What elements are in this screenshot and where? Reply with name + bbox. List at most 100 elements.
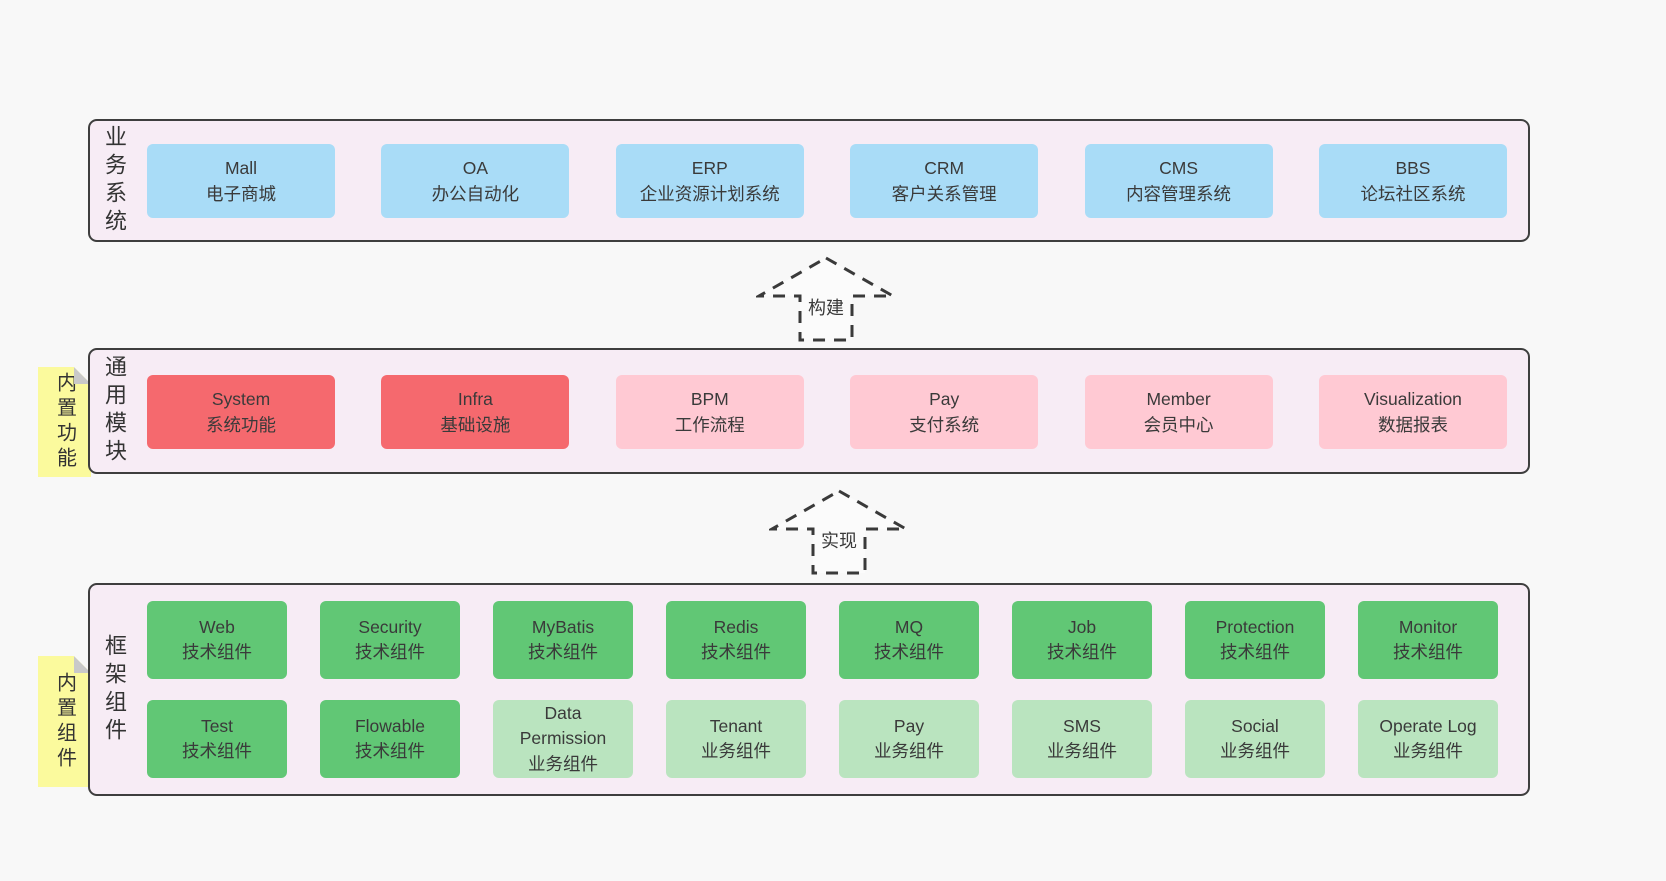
box-bpm: BPM 工作流程 [615,375,804,449]
box-erp: ERP 企业资源计划系统 [615,144,804,218]
box-title: Visualization [1363,388,1462,409]
box-security: Security 技术组件 [320,601,460,679]
box-social: Social 业务组件 [1185,700,1325,778]
box-title: Test [200,715,234,736]
layer-common-modules: 通用模块 System 系统功能 Infra 基础设施 BPM 工作流程 Pay… [88,348,1530,474]
box-title: Mall [224,157,258,178]
common-boxes-row: System 系统功能 Infra 基础设施 BPM 工作流程 Pay 支付系统… [147,375,1507,449]
box-title: Redis [713,616,759,637]
box-title: BBS [1395,157,1431,178]
box-title: MQ [894,616,924,637]
box-subtitle: 技术组件 [701,642,771,662]
box-data-permission: Data Permission 业务组件 [493,700,633,778]
business-boxes-row: Mall 电子商城 OA 办公自动化 ERP 企业资源计划系统 CRM 客户关系… [147,144,1507,218]
box-protection: Protection 技术组件 [1185,601,1325,679]
box-operate-log: Operate Log 业务组件 [1358,700,1498,778]
box-pay-component: Pay 业务组件 [839,700,979,778]
layer-business-label: 业务系统 [102,124,127,237]
box-web: Web 技术组件 [147,601,287,679]
box-subtitle: 技术组件 [355,642,425,662]
box-subtitle: 业务组件 [1393,741,1463,761]
box-subtitle: 技术组件 [1220,642,1290,662]
box-subtitle: 技术组件 [182,741,252,761]
box-subtitle: 会员中心 [1143,415,1214,435]
box-title: Job [1067,616,1097,637]
box-oa: OA 办公自动化 [381,144,570,218]
layer-common-label: 通用模块 [102,355,127,467]
note-text: 内置组件 [53,671,76,772]
box-title: Member [1146,388,1211,409]
box-subtitle: 技术组件 [874,642,944,662]
note-built-in-features: 内置功能 [38,367,91,477]
box-title: Pay [929,388,960,409]
box-title: CMS [1159,157,1198,178]
box-title: Security [358,616,422,637]
box-system: System 系统功能 [147,375,335,449]
box-subtitle: 业务组件 [874,741,944,761]
box-subtitle: 电子商城 [206,184,276,204]
box-subtitle: 技术组件 [182,642,252,662]
box-title: Social [1231,715,1279,736]
box-bbs: BBS 论坛社区系统 [1318,144,1507,218]
note-fold-icon [74,367,91,384]
box-subtitle: 系统功能 [206,415,276,435]
box-monitor: Monitor 技术组件 [1358,601,1498,679]
layer-framework-components: 框架组件 Web 技术组件 Security 技术组件 MyBatis 技术组件… [88,583,1530,796]
box-subtitle: 客户关系管理 [891,184,997,204]
box-title: Infra [457,388,493,409]
box-subtitle: 基础设施 [440,415,511,435]
box-subtitle: 业务组件 [1047,741,1117,761]
box-infra: Infra 基础设施 [381,375,570,449]
box-title: Tenant [709,715,763,736]
box-mq: MQ 技术组件 [839,601,979,679]
box-title: Web [199,616,235,637]
box-title: System [211,388,271,409]
box-title: Protection [1215,616,1295,637]
box-test: Test 技术组件 [147,700,287,778]
box-subtitle: 论坛社区系统 [1360,184,1466,204]
box-subtitle: 业务组件 [1220,741,1290,761]
box-subtitle: 企业资源计划系统 [639,184,780,204]
note-fold-icon [74,656,91,673]
box-subtitle: 数据报表 [1377,415,1448,435]
box-title: ERP [691,157,728,178]
arrow-implement-icon: 实现 [769,488,909,576]
box-cms: CMS 内容管理系统 [1084,144,1273,218]
box-subtitle: 内容管理系统 [1126,184,1232,204]
box-subtitle: 技术组件 [355,741,425,761]
box-sms: SMS 业务组件 [1012,700,1152,778]
box-title: Pay [893,715,925,736]
box-flowable: Flowable 技术组件 [320,700,460,778]
box-subtitle: 业务组件 [701,741,771,761]
box-title: Operate Log [1379,715,1477,736]
box-subtitle: 技术组件 [1393,642,1463,662]
framework-row-1: Web 技术组件 Security 技术组件 MyBatis 技术组件 Redi… [147,601,1498,679]
box-redis: Redis 技术组件 [666,601,806,679]
arrow-build-icon: 构建 [756,255,896,343]
box-title: OA [462,157,489,178]
note-built-in-components: 内置组件 [38,656,91,787]
box-title: Data Permission [519,702,607,749]
box-job: Job 技术组件 [1012,601,1152,679]
box-mybatis: MyBatis 技术组件 [493,601,633,679]
box-title: Flowable [354,715,426,736]
box-title: Monitor [1398,616,1458,637]
box-subtitle: 业务组件 [528,753,598,774]
layer-framework-label: 框架组件 [102,633,127,746]
box-tenant: Tenant 业务组件 [666,700,806,778]
box-subtitle: 技术组件 [1047,642,1117,662]
box-crm: CRM 客户关系管理 [850,144,1039,218]
box-mall: Mall 电子商城 [147,144,335,218]
box-title: BPM [690,388,729,409]
box-subtitle: 支付系统 [909,415,980,435]
framework-row-2: Test 技术组件 Flowable 技术组件 Data Permission … [147,700,1498,778]
layer-business-systems: 业务系统 Mall 电子商城 OA 办公自动化 ERP 企业资源计划系统 CRM… [88,119,1530,242]
box-title: CRM [924,157,965,178]
box-pay-system: Pay 支付系统 [850,375,1039,449]
box-subtitle: 工作流程 [674,415,745,435]
arrow-build-label: 构建 [803,293,849,321]
box-member: Member 会员中心 [1084,375,1273,449]
box-subtitle: 办公自动化 [431,184,520,204]
box-title: MyBatis [531,616,595,637]
